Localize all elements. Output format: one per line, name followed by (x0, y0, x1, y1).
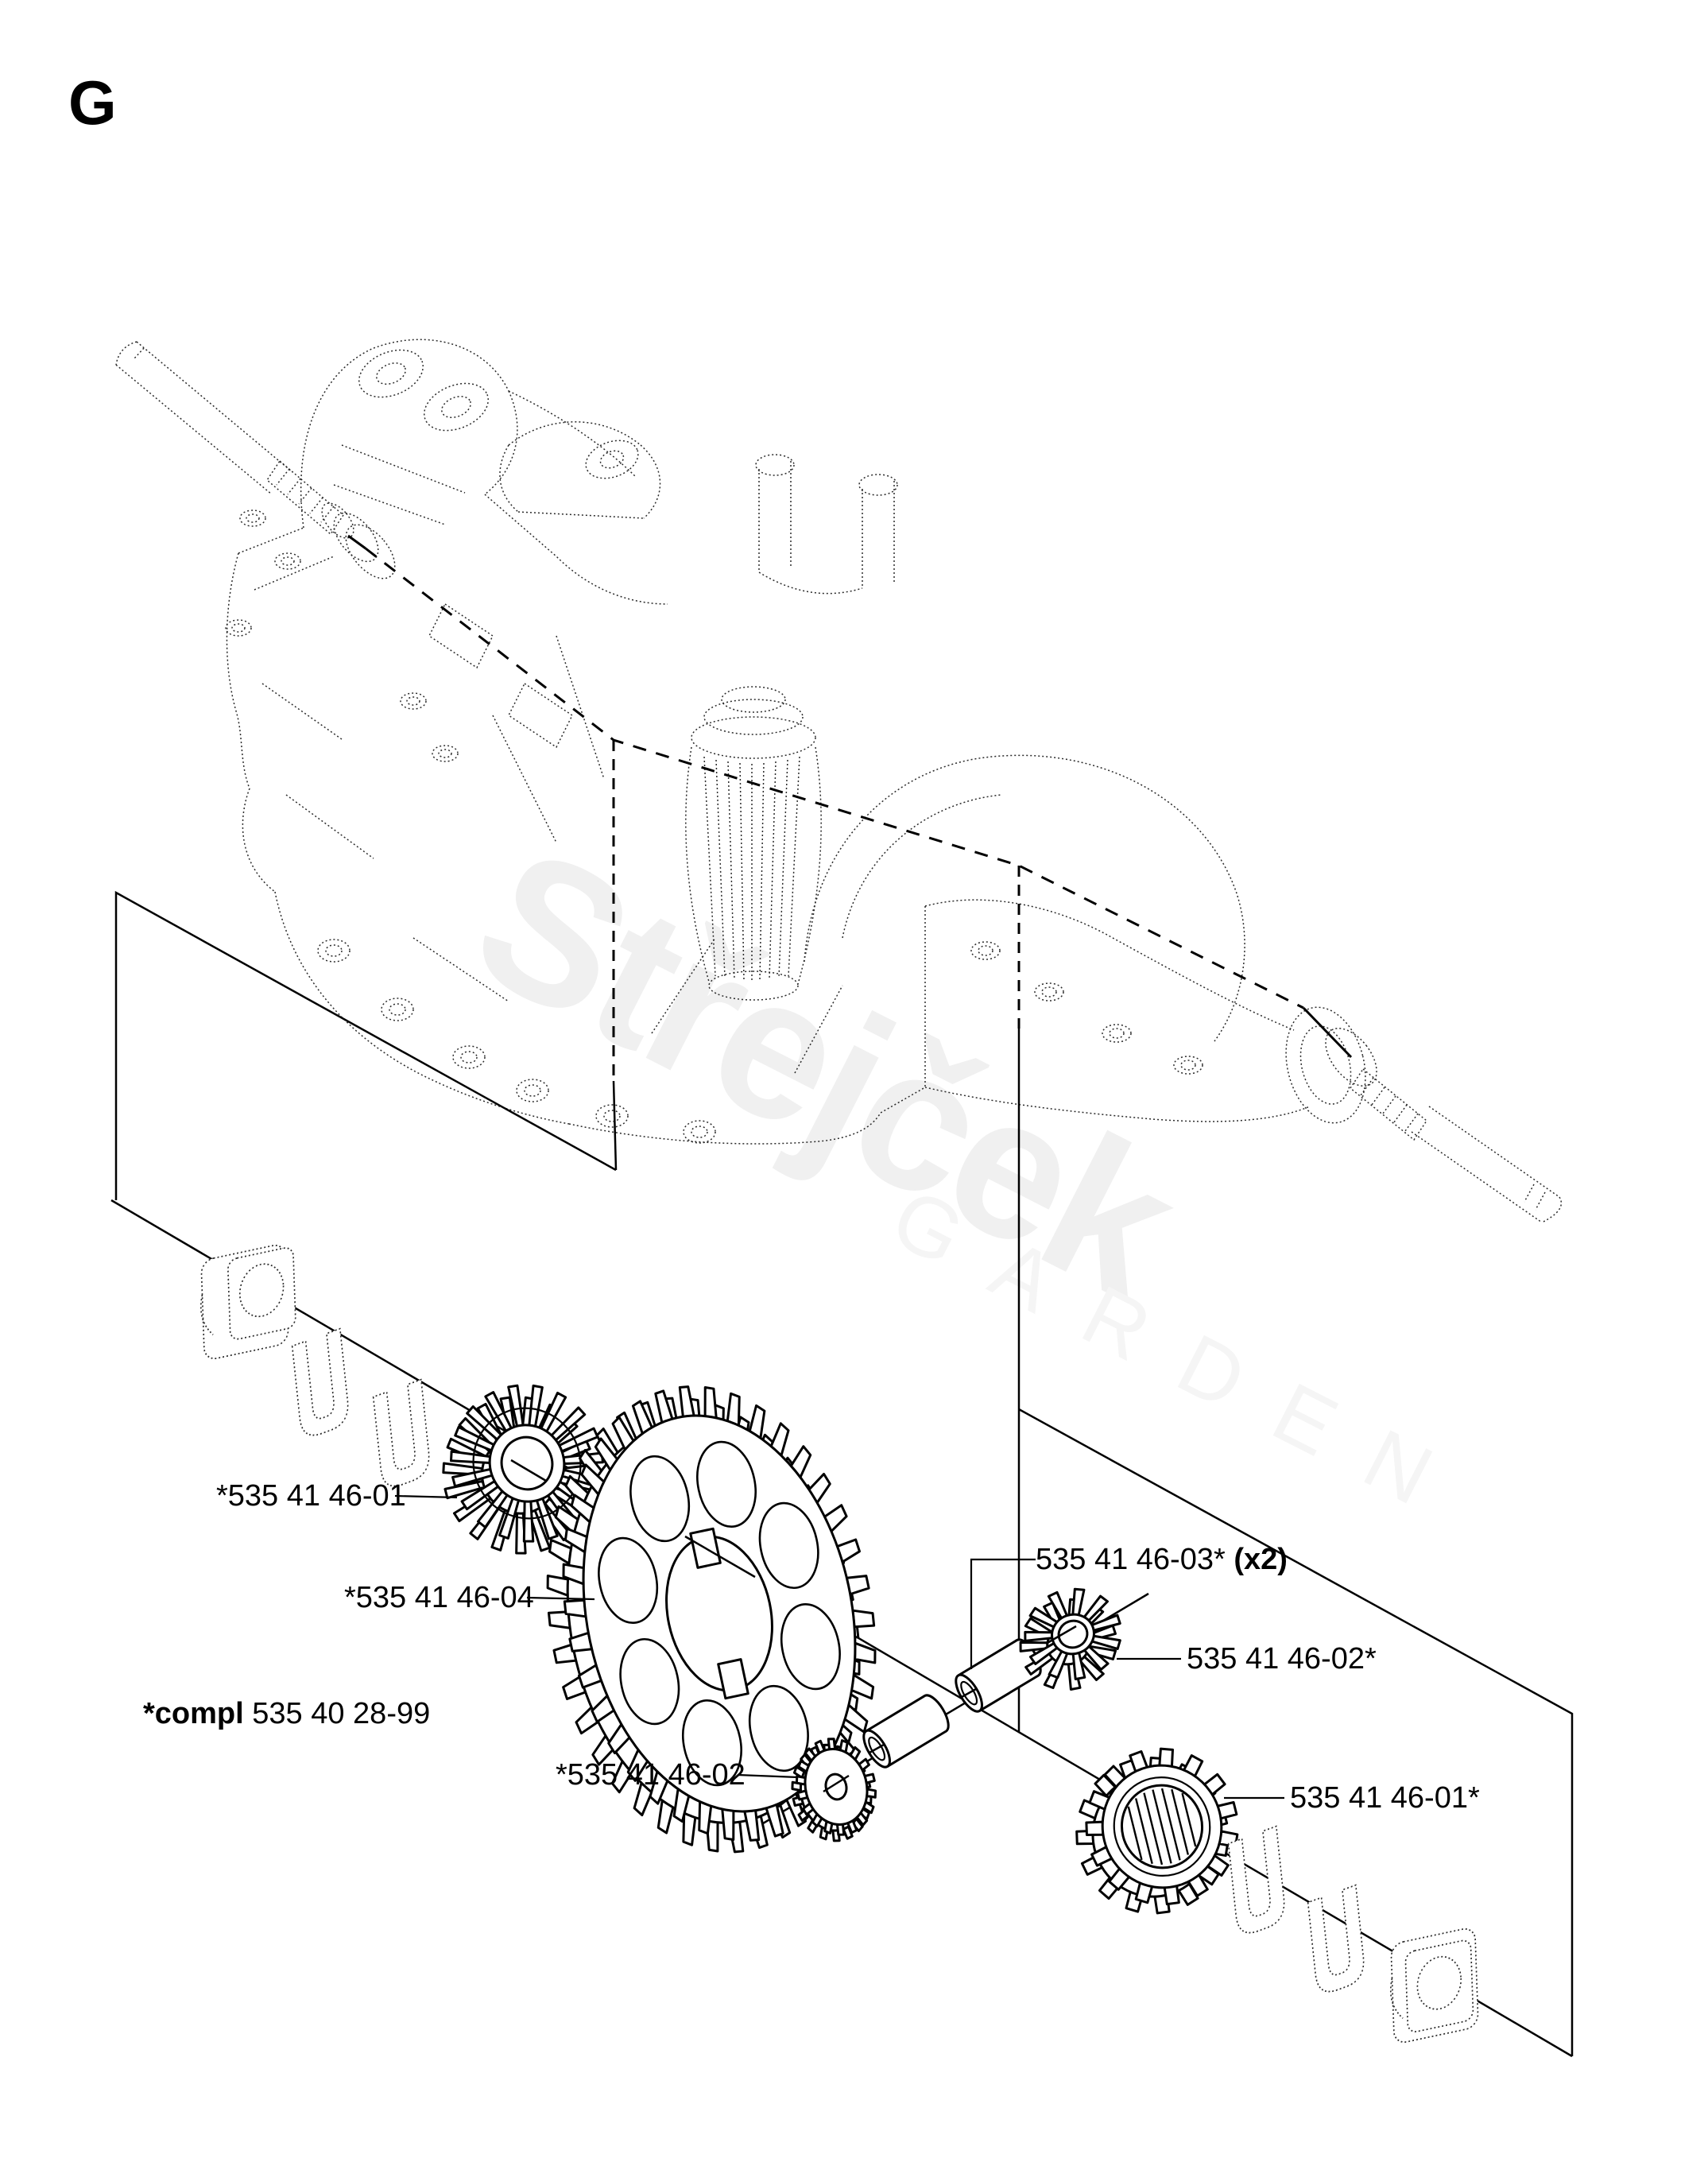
axle-clip-left-2 (372, 1378, 430, 1487)
splined-side-gear-46-01 (1059, 1733, 1256, 1929)
leader-line-left-bevel-gear (394, 1494, 458, 1499)
case-left-edge (226, 552, 276, 893)
axis-tick-through-bore (869, 1743, 885, 1754)
right-axle-cap (1325, 1028, 1377, 1087)
cutting-plane-left (114, 890, 617, 1200)
axis-tick-through-bore (1045, 1625, 1077, 1645)
leader-line-spacer-bushings (970, 1558, 1036, 1669)
spacer-bushing-46-03-a (862, 1694, 950, 1769)
section-letter: G (68, 68, 117, 138)
mounting-arm (300, 347, 374, 529)
right-axle-spline (1349, 1067, 1428, 1141)
callout-text: 535 41 46-03* (1036, 1543, 1234, 1576)
axis-tick-through-bore (684, 1535, 756, 1579)
callout-text: *535 41 46-04 (344, 1581, 534, 1614)
callout-text: (x2) (1234, 1543, 1288, 1576)
leader-line-left-pinion-washer (737, 1773, 799, 1779)
axle-clip-left-1 (291, 1327, 349, 1436)
section-plane-lines (114, 534, 1574, 2056)
exploded-parts (199, 1244, 1479, 2044)
right-axle-shaft (1411, 1106, 1563, 1223)
bell-cap (721, 686, 786, 713)
callout-left-bevel-gear[interactable]: *535 41 46-01 (216, 1480, 406, 1512)
dome-cover (804, 754, 1245, 1042)
callout-left-pinion-washer[interactable]: *535 41 46-02 (556, 1759, 746, 1791)
left-axle-shaft (136, 341, 293, 473)
callout-text: 535 41 46-01* (1290, 1781, 1480, 1815)
callout-text: 535 40 28-99 (243, 1697, 431, 1730)
callout-complete-assembly[interactable]: *compl 535 40 28-99 (143, 1698, 430, 1730)
axle-clip-right-2 (1307, 1884, 1365, 1993)
left-axle-spline (266, 459, 344, 536)
axle-clip-right-1 (1227, 1825, 1285, 1934)
callout-right-side-gear[interactable]: 535 41 46-01* (1290, 1782, 1480, 1814)
transaxle-housing-outline (115, 339, 1563, 1223)
pinion-washer-gear-46-02 (781, 1730, 886, 1849)
axle-flange-washer-left (199, 1244, 296, 1360)
axle-centerline-dashed (365, 547, 1304, 1009)
callout-text: *535 41 46-01 (216, 1479, 406, 1513)
axle-tube-right (924, 899, 1295, 1031)
callout-text: *535 41 46-02 (556, 1758, 746, 1792)
callout-text: 535 41 46-02* (1187, 1642, 1377, 1676)
cutting-plane-right (1018, 1408, 1574, 2056)
differential-ring-gear-46-04 (506, 1358, 917, 1881)
leader-line-ring-gear (526, 1596, 595, 1601)
callout-ring-gear[interactable]: *535 41 46-04 (344, 1582, 534, 1614)
axis-tick-through-bore (961, 1687, 977, 1699)
centerline-tick-left (347, 534, 366, 550)
axis-tick-through-bore (823, 1774, 850, 1793)
callout-text: *compl (143, 1697, 244, 1730)
left-axle-cap (345, 524, 396, 579)
axis-tick-through-bore (510, 1459, 547, 1482)
axle-flange-washer-right (1389, 1927, 1479, 2044)
projection-line-left-solid (612, 1080, 618, 1171)
callout-right-pinion-gear[interactable]: 535 41 46-02* (1187, 1643, 1377, 1675)
callout-leaders (394, 1494, 1284, 1800)
centerline-tick-right (1302, 1006, 1353, 1059)
callout-spacer-bushings[interactable]: 535 41 46-03* (x2) (1036, 1544, 1288, 1575)
